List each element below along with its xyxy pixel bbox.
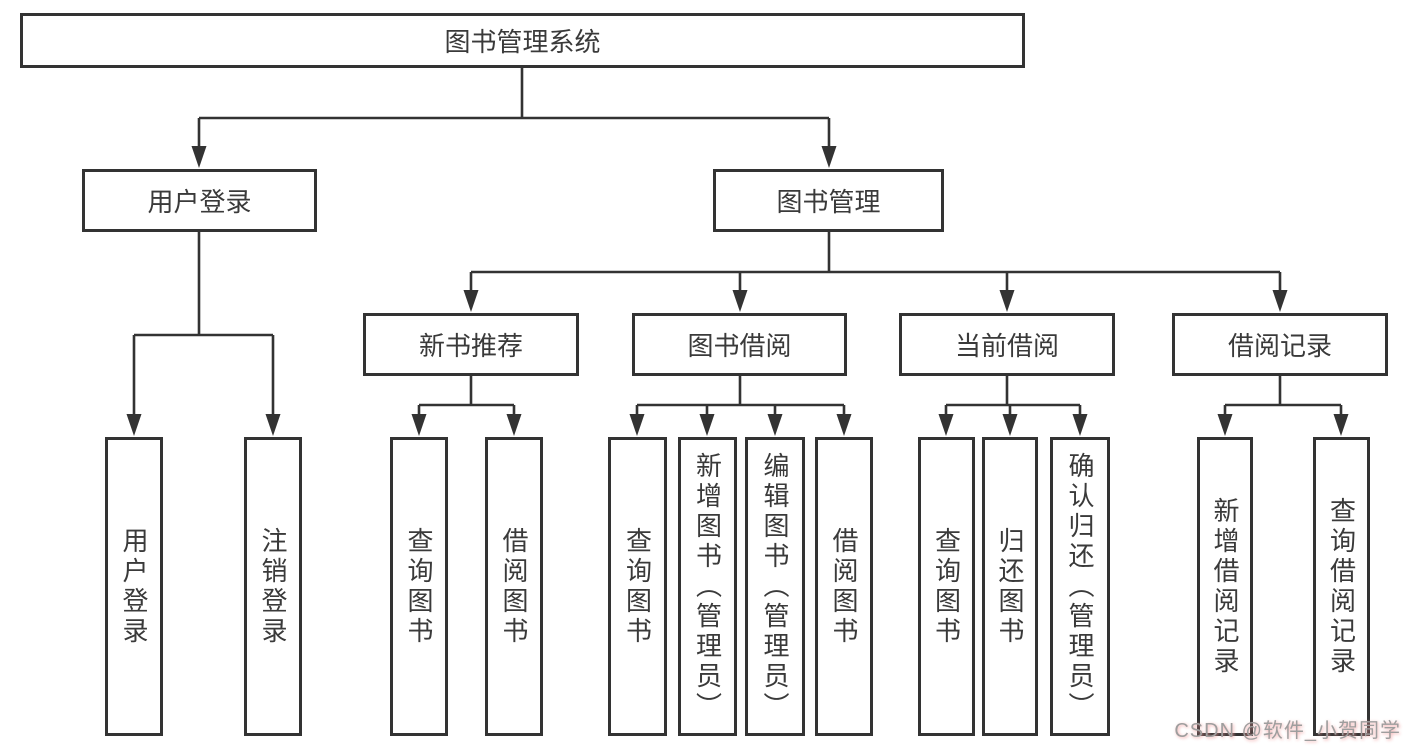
node-user-login-branch-label: 用户登录	[147, 187, 252, 217]
node-logout: 注销登录	[244, 437, 302, 736]
node-cb-confirm-return-admin: 确认归还（管理员）	[1050, 437, 1110, 736]
node-cb-return-books: 归还图书	[982, 437, 1038, 736]
node-br-add-borrow-record-label: 新增借阅记录	[1210, 496, 1240, 677]
node-user-login-branch: 用户登录	[82, 169, 317, 232]
node-root-label: 图书管理系统	[444, 27, 601, 57]
node-bb-add-books-admin: 新增图书（管理员）	[678, 437, 737, 736]
node-cb-confirm-return-admin-label: 确认归还（管理员）	[1065, 451, 1095, 722]
node-login-label: 用户登录	[119, 526, 149, 647]
node-bb-borrow-books-label: 借阅图书	[829, 526, 859, 647]
csdn-watermark: CSDN @软件_小贺同学	[1174, 720, 1401, 742]
node-nbr-query-books: 查询图书	[390, 437, 448, 736]
node-current-borrow: 当前借阅	[899, 313, 1115, 376]
node-bb-borrow-books: 借阅图书	[815, 437, 873, 736]
node-new-book-recommend: 新书推荐	[363, 313, 579, 376]
node-borrow-records-label: 借阅记录	[1227, 331, 1332, 361]
node-borrow-records: 借阅记录	[1172, 313, 1388, 376]
node-current-borrow-label: 当前借阅	[954, 331, 1059, 361]
node-bb-query-books-label: 查询图书	[622, 526, 653, 647]
node-nbr-borrow-books: 借阅图书	[485, 437, 543, 736]
arrowheads	[126, 146, 1349, 436]
node-root: 图书管理系统	[20, 13, 1025, 68]
node-cb-query-books-label: 查询图书	[931, 526, 962, 647]
node-book-management: 图书管理	[713, 169, 944, 232]
node-bb-edit-books-admin-label: 编辑图书（管理员）	[760, 451, 790, 722]
node-new-book-recommend-label: 新书推荐	[418, 331, 523, 361]
node-cb-return-books-label: 归还图书	[995, 526, 1025, 647]
node-nbr-borrow-books-label: 借阅图书	[499, 526, 529, 647]
node-br-query-borrow-record-label: 查询借阅记录	[1326, 496, 1357, 677]
node-book-borrow-label: 图书借阅	[687, 331, 792, 361]
node-nbr-query-books-label: 查询图书	[404, 526, 434, 647]
node-logout-label: 注销登录	[258, 526, 288, 647]
node-cb-query-books: 查询图书	[918, 437, 975, 736]
node-bb-query-books: 查询图书	[608, 437, 667, 736]
node-bb-edit-books-admin: 编辑图书（管理员）	[745, 437, 805, 736]
node-bb-add-books-admin-label: 新增图书（管理员）	[692, 451, 723, 722]
node-book-management-label: 图书管理	[776, 187, 881, 217]
node-br-query-borrow-record: 查询借阅记录	[1313, 437, 1370, 736]
node-book-borrow: 图书借阅	[632, 313, 847, 376]
node-br-add-borrow-record: 新增借阅记录	[1197, 437, 1253, 736]
node-login: 用户登录	[105, 437, 163, 736]
